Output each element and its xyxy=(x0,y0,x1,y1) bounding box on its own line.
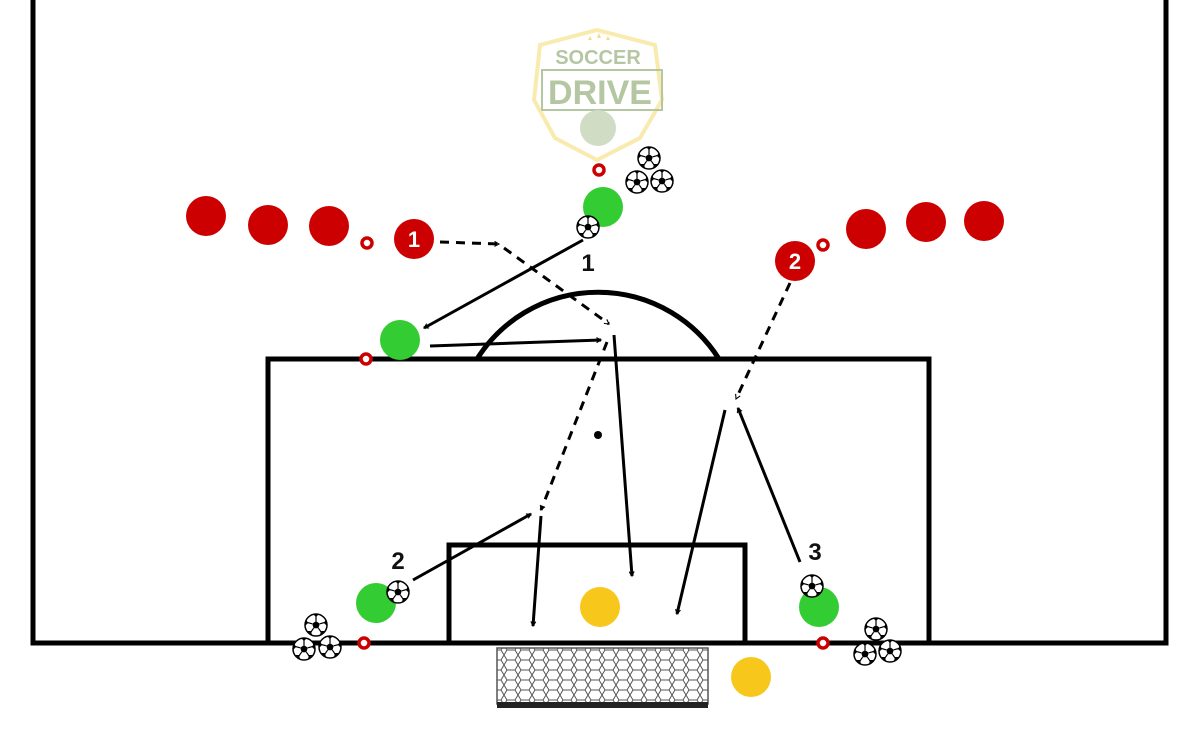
pass-arrow xyxy=(424,238,584,330)
soccer-ball-icon xyxy=(650,169,674,193)
soccer-ball-icon xyxy=(637,146,661,170)
pass-arrow xyxy=(736,408,802,563)
defender-1 xyxy=(394,219,434,259)
soccer-ball-icon xyxy=(576,215,600,239)
soccer-ball-icon xyxy=(878,639,902,663)
soccer-ball-icon xyxy=(386,580,410,604)
logo-text-soccer: SOCCER xyxy=(555,47,641,69)
shot-arrow xyxy=(677,409,727,614)
defender-number: 2 xyxy=(789,249,801,274)
cone xyxy=(816,636,830,650)
shot-arrow xyxy=(533,515,543,626)
soccer-ball-icon xyxy=(625,170,649,194)
pitch-boundary xyxy=(30,0,1169,646)
defender xyxy=(248,205,288,245)
soccer-drive-logo: SOCCER DRIVE xyxy=(531,27,665,163)
cone xyxy=(592,163,606,177)
cone xyxy=(359,352,373,366)
sequence-label: 2 xyxy=(391,548,404,575)
goalkeeper xyxy=(580,587,620,627)
defenders xyxy=(186,196,1004,281)
attacker xyxy=(380,320,420,360)
cones xyxy=(357,163,830,650)
run-arrow-dashed xyxy=(503,246,609,326)
run-arrow-dashed xyxy=(734,282,792,399)
soccer-ball-icon xyxy=(864,617,888,641)
defender xyxy=(906,202,946,242)
goal-area xyxy=(446,542,748,643)
penalty-box xyxy=(265,356,932,643)
soccer-ball-icon xyxy=(292,637,316,661)
soccer-ball-icon xyxy=(304,613,328,637)
cone xyxy=(357,636,371,650)
goal-net xyxy=(496,647,709,708)
attacker xyxy=(356,583,396,623)
goalkeeper-waiting xyxy=(731,657,771,697)
run-arrow-dashed xyxy=(539,341,609,510)
cone xyxy=(360,236,374,250)
logo-text-drive: DRIVE xyxy=(548,74,652,112)
defender-number: 1 xyxy=(408,227,420,252)
defender xyxy=(186,196,226,236)
penalty-spot xyxy=(594,431,602,439)
shot-arrow xyxy=(612,334,632,576)
soccer-ball-icon xyxy=(853,642,877,666)
defender xyxy=(846,209,886,249)
pitch-markings xyxy=(30,0,1169,646)
movement-lines xyxy=(412,238,802,626)
run-arrow-dashed xyxy=(439,240,499,244)
sequence-label: 3 xyxy=(808,539,821,566)
sequence-label: 1 xyxy=(581,250,594,277)
pass-arrow xyxy=(412,512,531,582)
pass-arrow xyxy=(429,340,601,348)
cone xyxy=(816,238,830,252)
soccer-ball-icon xyxy=(318,635,342,659)
attackers xyxy=(356,187,839,627)
penalty-arc xyxy=(474,289,722,361)
defender xyxy=(964,201,1004,241)
defender-2 xyxy=(775,241,815,281)
soccer-ball-icon xyxy=(800,574,824,598)
defender xyxy=(309,206,349,246)
